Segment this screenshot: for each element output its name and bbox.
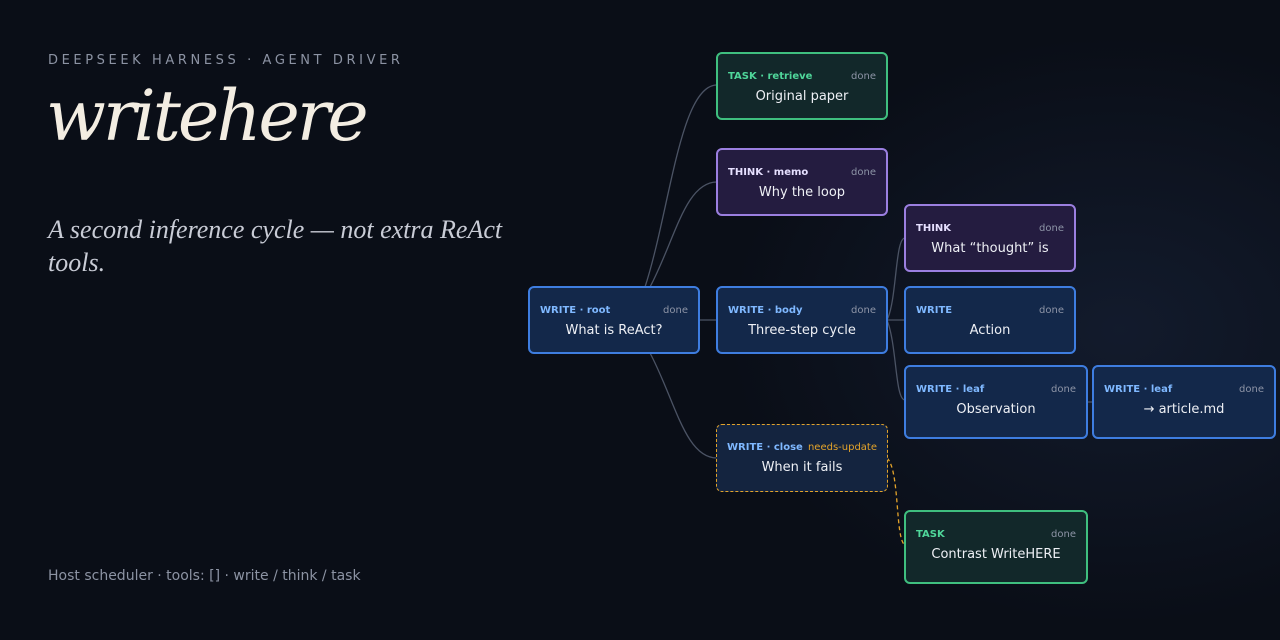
edge-root-retrieve: [644, 84, 718, 288]
node-status: done: [1051, 529, 1076, 540]
node-status: done: [851, 305, 876, 316]
node-status: done: [1239, 384, 1264, 395]
edge-body-observation: [886, 319, 906, 401]
node-status: done: [1039, 223, 1064, 234]
node-kind: WRITE · body: [728, 305, 803, 316]
node-write-close[interactable]: WRITE · close needs-update When it fails: [716, 424, 888, 492]
wordmark-title: writehere: [46, 75, 369, 157]
node-label: Why the loop: [758, 185, 846, 200]
edge-root-close: [649, 352, 718, 459]
node-label: Observation: [956, 402, 1036, 417]
tagline: A second inference cycle — not extra ReA…: [48, 215, 503, 277]
node-kind: WRITE · leaf: [1104, 384, 1173, 395]
node-status: needs-update: [807, 442, 877, 453]
node-write-observation[interactable]: WRITE · leaf done Observation: [904, 365, 1088, 439]
node-write-root[interactable]: WRITE · root done What is ReAct?: [528, 286, 700, 354]
node-kind: WRITE: [916, 305, 953, 316]
footer-caption: Host scheduler · tools: [] · write / thi…: [48, 568, 361, 584]
node-status: done: [851, 167, 876, 178]
node-kind: TASK · retrieve: [728, 71, 813, 82]
node-status: done: [851, 71, 876, 82]
node-task-contrast[interactable]: TASK done Contrast WriteHERE: [904, 510, 1088, 584]
node-label: → article.md: [1143, 402, 1225, 417]
node-task-retrieve[interactable]: TASK · retrieve done Original paper: [716, 52, 888, 120]
node-status: done: [1051, 384, 1076, 395]
node-kind: WRITE · root: [540, 305, 611, 316]
node-label: Action: [969, 323, 1011, 338]
node-think-memo[interactable]: THINK · memo done Why the loop: [716, 148, 888, 216]
node-write-article[interactable]: WRITE · leaf done → article.md: [1092, 365, 1276, 439]
edge-close-contrast: [886, 457, 906, 546]
node-label: What “thought” is: [931, 241, 1049, 256]
node-status: done: [1039, 305, 1064, 316]
edge-body-thought: [886, 237, 906, 321]
edge-root-memo: [649, 181, 718, 288]
node-write-action[interactable]: WRITE done Action: [904, 286, 1076, 354]
node-kind: WRITE · close: [727, 442, 803, 453]
node-kind: TASK: [916, 529, 945, 540]
node-label: Original paper: [755, 89, 849, 104]
node-label: Contrast WriteHERE: [931, 547, 1061, 562]
node-label: Three-step cycle: [748, 323, 856, 338]
node-kind: THINK · memo: [728, 167, 809, 178]
eyebrow-label: DEEPSEEK HARNESS · AGENT DRIVER: [48, 53, 404, 68]
node-label: When it fails: [761, 460, 843, 475]
node-label: What is ReAct?: [565, 323, 663, 338]
node-status: done: [663, 305, 688, 316]
node-think-thought[interactable]: THINK done What “thought” is: [904, 204, 1076, 272]
node-kind: THINK: [916, 223, 952, 234]
node-kind: WRITE · leaf: [916, 384, 985, 395]
node-write-body[interactable]: WRITE · body done Three-step cycle: [716, 286, 888, 354]
